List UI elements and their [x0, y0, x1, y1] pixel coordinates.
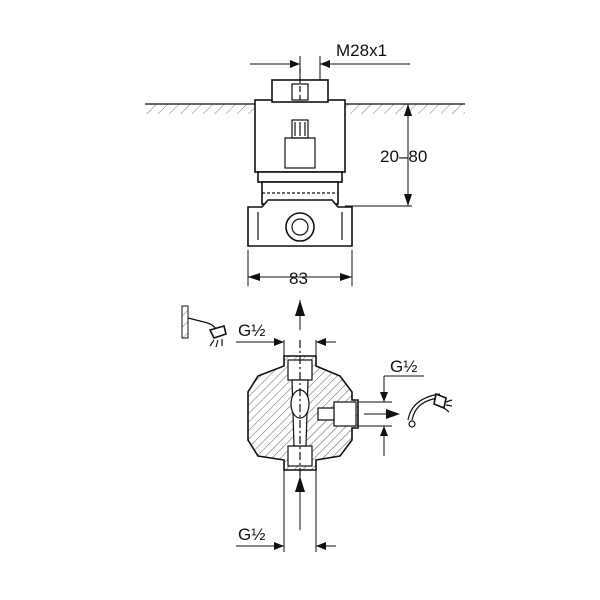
depth-label: 20–80 — [380, 147, 427, 166]
valve-base — [247, 199, 353, 247]
top-view: M28x1 20–80 83 — [145, 41, 465, 288]
wall-shower-icon — [181, 305, 227, 348]
thread-label: M28x1 — [336, 41, 387, 60]
flow-up-arrow — [295, 300, 305, 316]
hand-shower-icon — [407, 392, 453, 428]
flow-right-arrow — [386, 409, 400, 419]
bottom-inlet-dimension: G½ — [236, 470, 336, 552]
top-outlet-dimension: G½ — [236, 300, 336, 356]
section-view: G½ G½ G½ — [236, 300, 424, 552]
width-dimension: 83 — [247, 250, 353, 288]
top-outlet-label: G½ — [238, 321, 265, 340]
thread-dimension: M28x1 — [250, 41, 410, 80]
bottom-inlet-label: G½ — [238, 525, 265, 544]
valve-housing — [254, 68, 346, 205]
width-label: 83 — [289, 269, 308, 288]
flow-in-arrow — [295, 476, 305, 492]
side-outlet-label: G½ — [390, 357, 417, 376]
depth-dimension: 20–80 — [345, 103, 427, 207]
side-outlet-dimension: G½ — [358, 357, 424, 456]
